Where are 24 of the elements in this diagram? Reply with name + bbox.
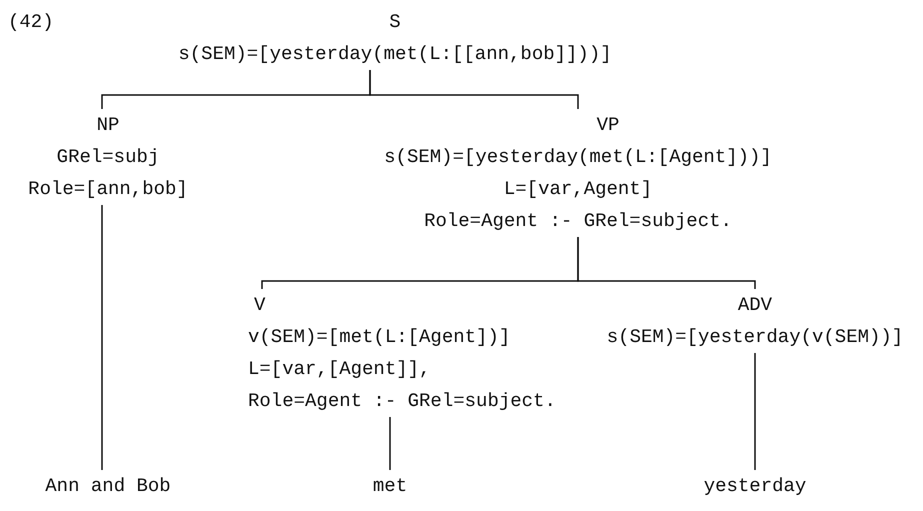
feature-text: Role=[ann,bob]: [28, 177, 188, 202]
category-label: ADV: [736, 293, 774, 318]
tree-branch: [754, 353, 756, 470]
feature-text: Role=Agent :- GRel=subject.: [248, 389, 556, 414]
leaf-word: yesterday: [704, 474, 806, 499]
feature-text: s(SEM)=[yesterday(v(SEM))]: [606, 325, 904, 350]
tree-branch: [101, 205, 103, 470]
feature-text: GRel=subj: [56, 145, 160, 170]
leaf-word: met: [372, 474, 408, 499]
feature-text: L=[var,Agent]: [502, 177, 654, 202]
feature-text: v(SEM)=[met(L:[Agent])]: [248, 325, 512, 350]
feature-text: s(SEM)=[yesterday(met(L:[Agent]))]: [384, 145, 772, 170]
leaf-word: Ann and Bob: [45, 474, 171, 499]
category-label: VP: [596, 113, 620, 138]
feature-text: L=[var,[Agent]],: [248, 357, 432, 382]
example-number: (42): [8, 10, 54, 35]
category-label: NP: [96, 113, 120, 138]
feature-text: Role=Agent :- GRel=subject.: [423, 209, 733, 234]
feature-text: s(SEM)=[yesterday(met(L:[[ann,bob]]))]: [178, 42, 612, 67]
category-label: S: [388, 10, 402, 35]
category-label: V: [254, 293, 266, 318]
tree-branch: [369, 70, 579, 109]
tree-branch: [389, 417, 391, 470]
tree-branch: [577, 237, 756, 289]
